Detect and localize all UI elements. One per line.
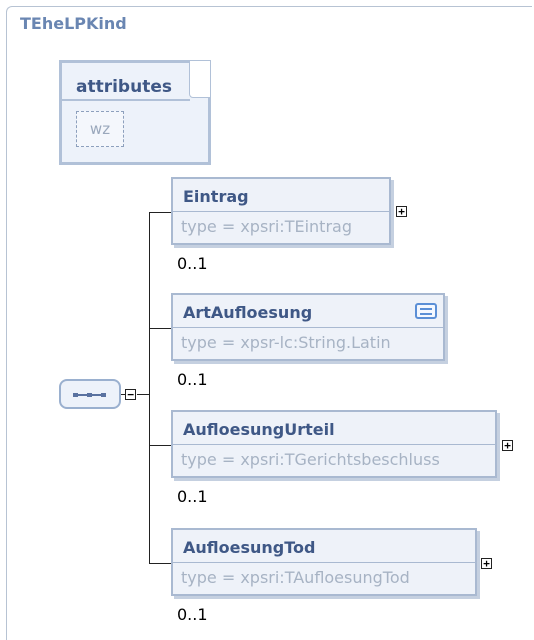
element-type: type = xpsri:TGerichtsbeschluss	[181, 450, 440, 469]
expand-icon[interactable]: +	[502, 440, 513, 451]
branch-line-aufloesungtod	[149, 563, 171, 564]
element-type: type = xpsri:TAufloesungTod	[181, 568, 410, 587]
element-separator	[173, 562, 475, 563]
element-separator	[173, 211, 389, 212]
sequence-compositor[interactable]	[59, 379, 121, 409]
branch-trunk	[149, 212, 150, 564]
element-type: type = xpsr-lc:String.Latin	[181, 333, 391, 352]
branch-line-aufloesungurteil	[149, 445, 171, 446]
diagram-frame	[6, 6, 532, 640]
attributes-group[interactable]: attributes wz	[59, 60, 211, 165]
element-aufloesungurteil[interactable]: AufloesungUrteil type = xpsri:TGerichtsb…	[171, 410, 497, 478]
attribute-wz[interactable]: wz	[76, 111, 124, 147]
branch-line-artaufloesung	[149, 328, 171, 329]
cardinality: 0..1	[177, 487, 208, 506]
element-aufloesungtod[interactable]: AufloesungTod type = xpsri:TAufloesungTo…	[171, 528, 477, 596]
attributes-label: attributes	[76, 77, 172, 97]
attributes-separator	[62, 99, 190, 101]
collapse-icon[interactable]: −	[125, 389, 136, 400]
element-separator	[173, 444, 495, 445]
element-name: AufloesungTod	[183, 538, 316, 557]
documentation-icon[interactable]	[415, 303, 437, 319]
complex-type-title: TEheLPKind	[20, 14, 127, 33]
element-name: Eintrag	[183, 187, 249, 206]
attributes-tab	[189, 60, 211, 98]
cardinality: 0..1	[177, 370, 208, 389]
cardinality: 0..1	[177, 605, 208, 624]
element-eintrag[interactable]: Eintrag type = xpsri:TEintrag	[171, 177, 391, 245]
sequence-icon	[73, 393, 107, 397]
sequence-connector	[137, 394, 149, 395]
element-separator	[173, 327, 443, 328]
element-name: AufloesungUrteil	[183, 420, 335, 439]
cardinality: 0..1	[177, 254, 208, 273]
element-artaufloesung[interactable]: ArtAufloesung type = xpsr-lc:String.Lati…	[171, 293, 445, 361]
element-name: ArtAufloesung	[183, 303, 313, 322]
expand-icon[interactable]: +	[481, 558, 492, 569]
sequence-connector	[121, 394, 126, 395]
branch-line-eintrag	[149, 212, 171, 213]
expand-icon[interactable]: +	[396, 206, 407, 217]
element-type: type = xpsri:TEintrag	[181, 217, 352, 236]
